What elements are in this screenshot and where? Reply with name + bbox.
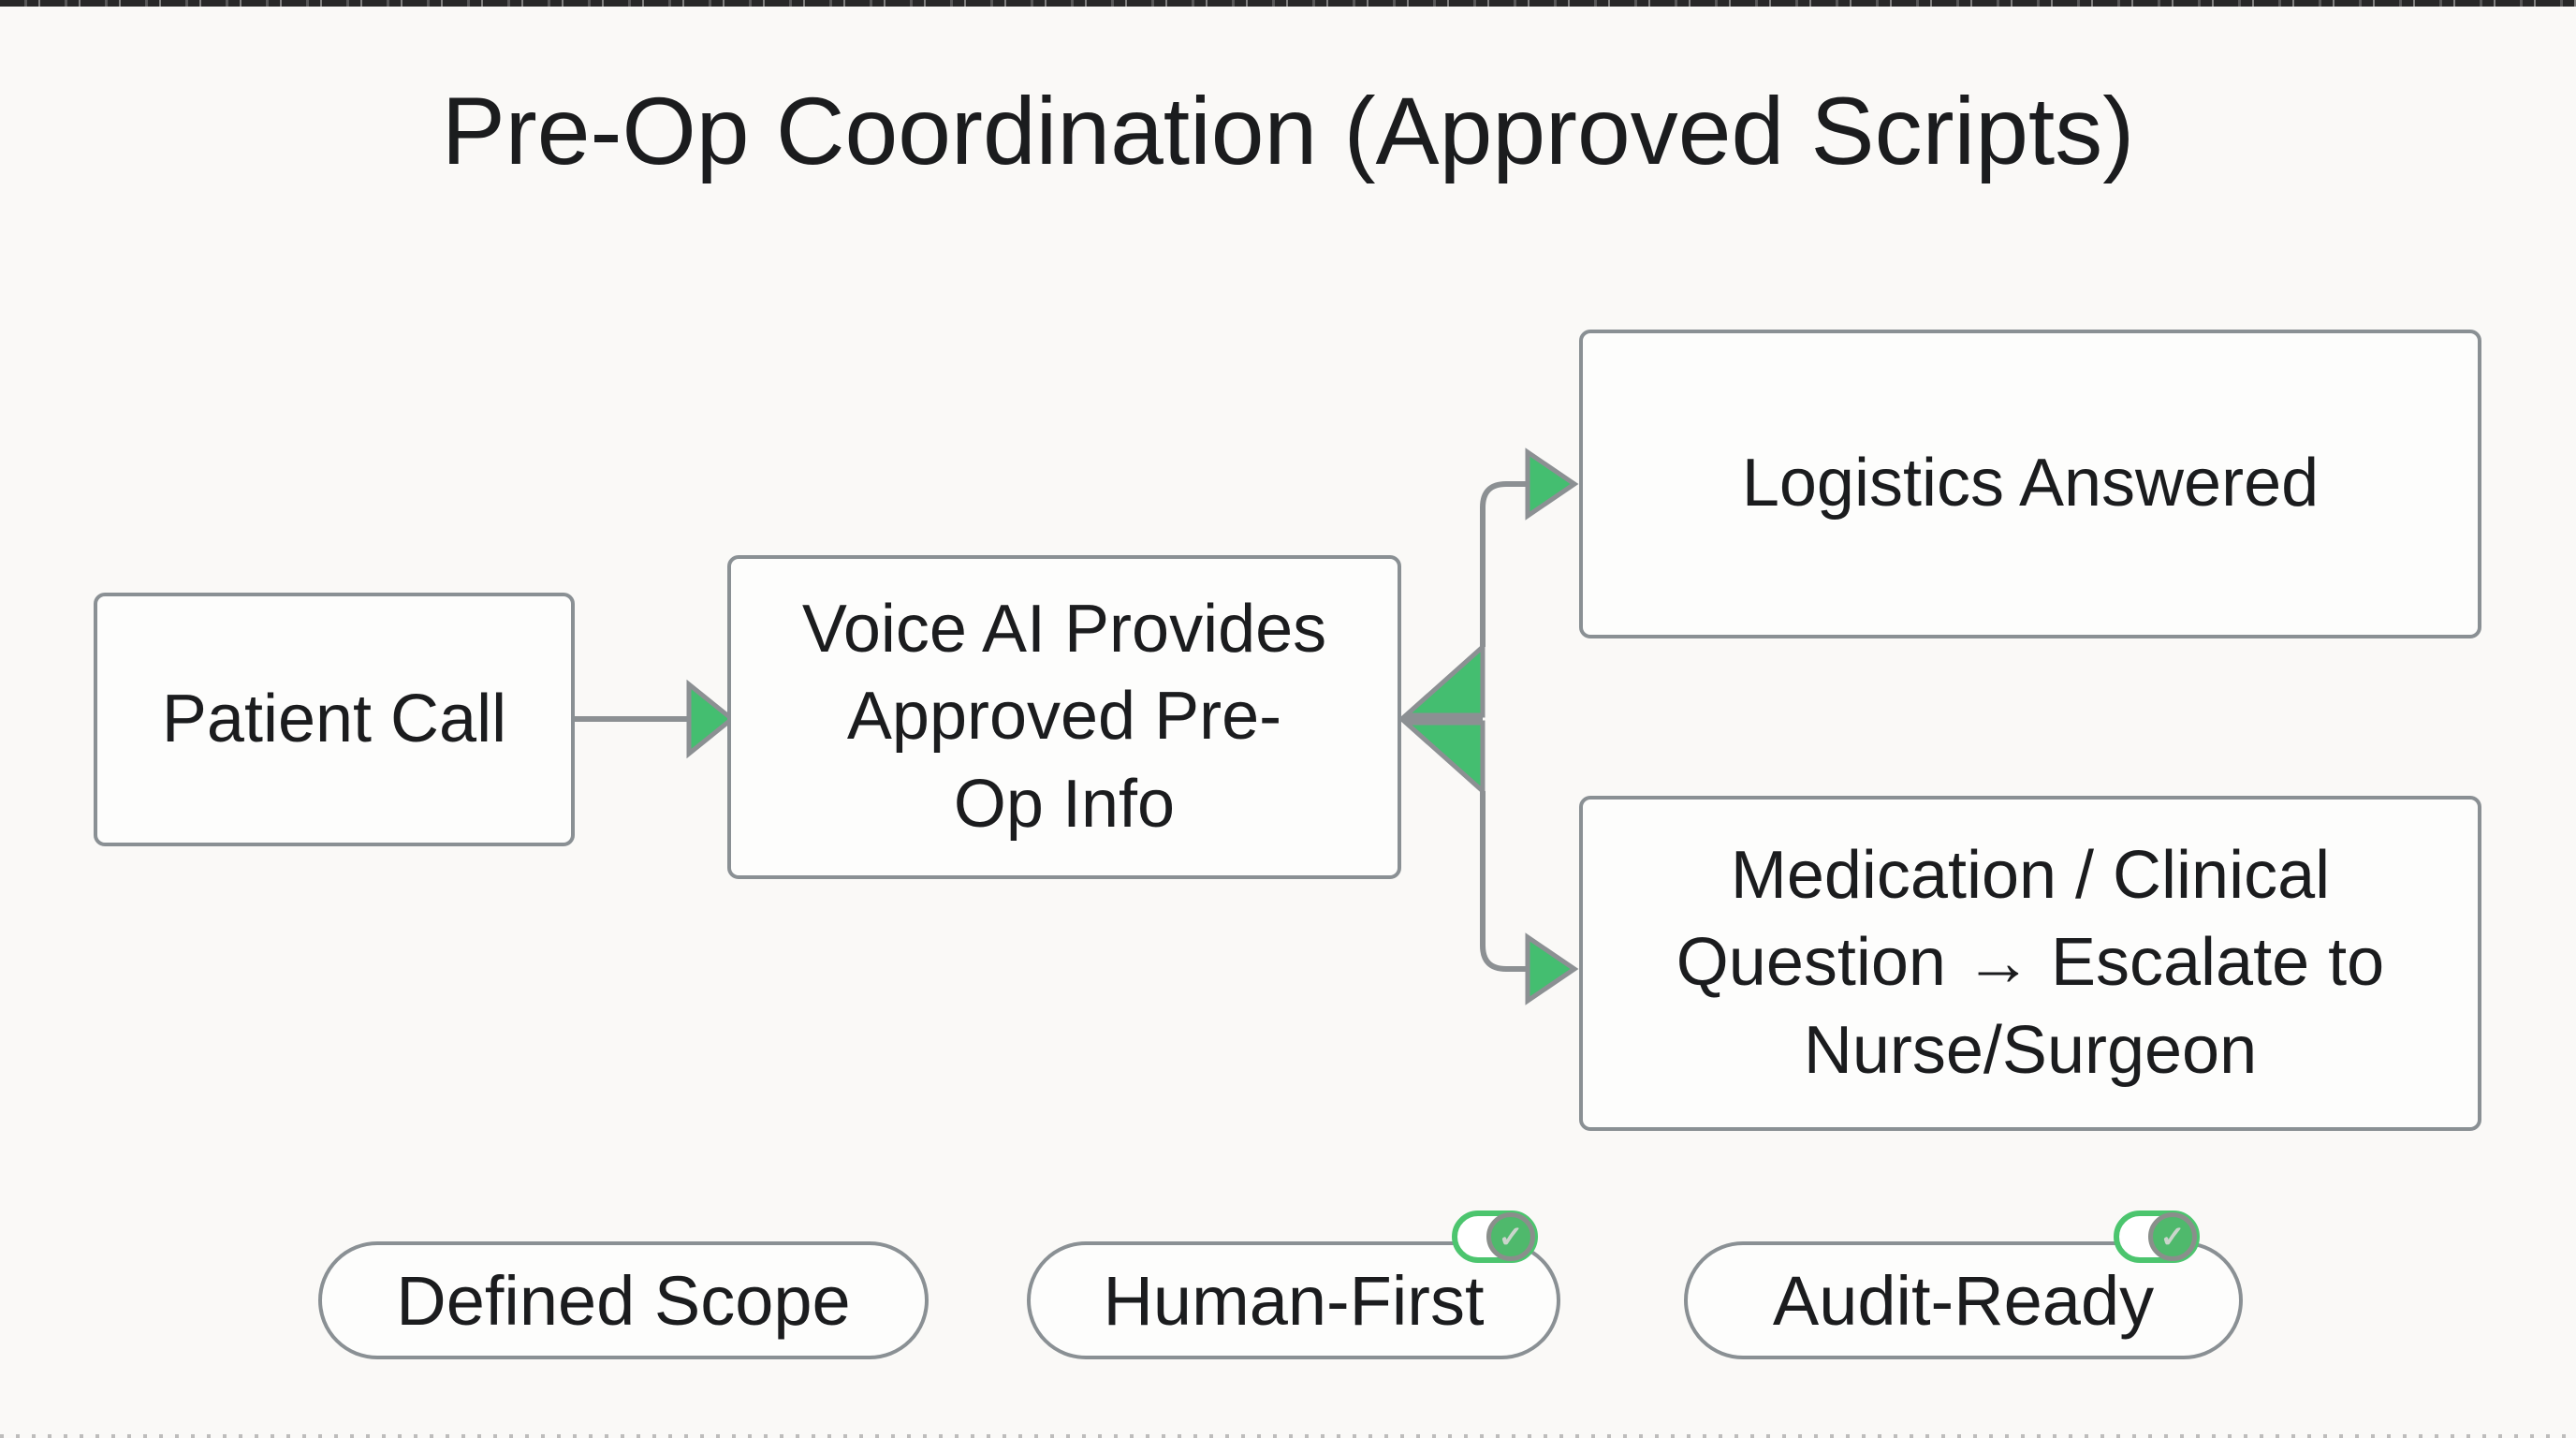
branch-triangle-lower-icon	[1399, 720, 1486, 797]
toggle-knob: ✓	[1486, 1212, 1535, 1261]
node-logistics-answered: Logistics Answered	[1579, 330, 2481, 638]
human-first-toggle[interactable]: ✓	[1452, 1211, 1538, 1263]
node-voice-ai: Voice AI Provides Approved Pre- Op Info	[727, 555, 1401, 879]
badge-defined-scope: Defined Scope	[318, 1241, 929, 1359]
scan-edge-artifact-bottom	[0, 1434, 2576, 1438]
node-voice-ai-line-3: Op Info	[953, 766, 1176, 842]
arrowhead-into-medication-icon	[1525, 932, 1579, 1005]
page-title: Pre-Op Coordination (Approved Scripts)	[441, 78, 2135, 184]
toggle-knob: ✓	[2148, 1212, 2197, 1261]
badge-human-first-label: Human-First	[1103, 1261, 1485, 1340]
node-medication-line-2: Question → Escalate to	[1676, 925, 2385, 1001]
branch-triangle-upper-icon	[1399, 641, 1486, 718]
node-patient-call-label: Patient Call	[161, 681, 507, 756]
badge-defined-scope-label: Defined Scope	[396, 1261, 851, 1340]
arrowhead-into-voice-ai-icon	[686, 679, 736, 759]
node-medication-line-3: Nurse/Surgeon	[1803, 1012, 2258, 1088]
badge-audit-ready: Audit-Ready	[1684, 1241, 2243, 1359]
check-icon: ✓	[2159, 1220, 2186, 1254]
node-voice-ai-line-2: Approved Pre-	[846, 679, 1282, 755]
audit-ready-toggle[interactable]: ✓	[2114, 1211, 2200, 1263]
arrowhead-into-logistics-icon	[1525, 448, 1579, 521]
node-medication-escalate: Medication / Clinical Question → Escalat…	[1579, 796, 2481, 1131]
connector-voice-to-medication	[1480, 791, 1533, 972]
connector-voice-to-logistics	[1480, 481, 1533, 647]
node-voice-ai-line-1: Voice AI Provides	[801, 591, 1327, 667]
node-medication-line-1: Medication / Clinical	[1730, 837, 2331, 913]
node-logistics-label: Logistics Answered	[1741, 446, 2320, 521]
badge-audit-ready-label: Audit-Ready	[1772, 1261, 2155, 1340]
scan-edge-artifact-top	[0, 0, 2576, 7]
node-patient-call: Patient Call	[94, 593, 575, 846]
check-icon: ✓	[1498, 1220, 1524, 1254]
